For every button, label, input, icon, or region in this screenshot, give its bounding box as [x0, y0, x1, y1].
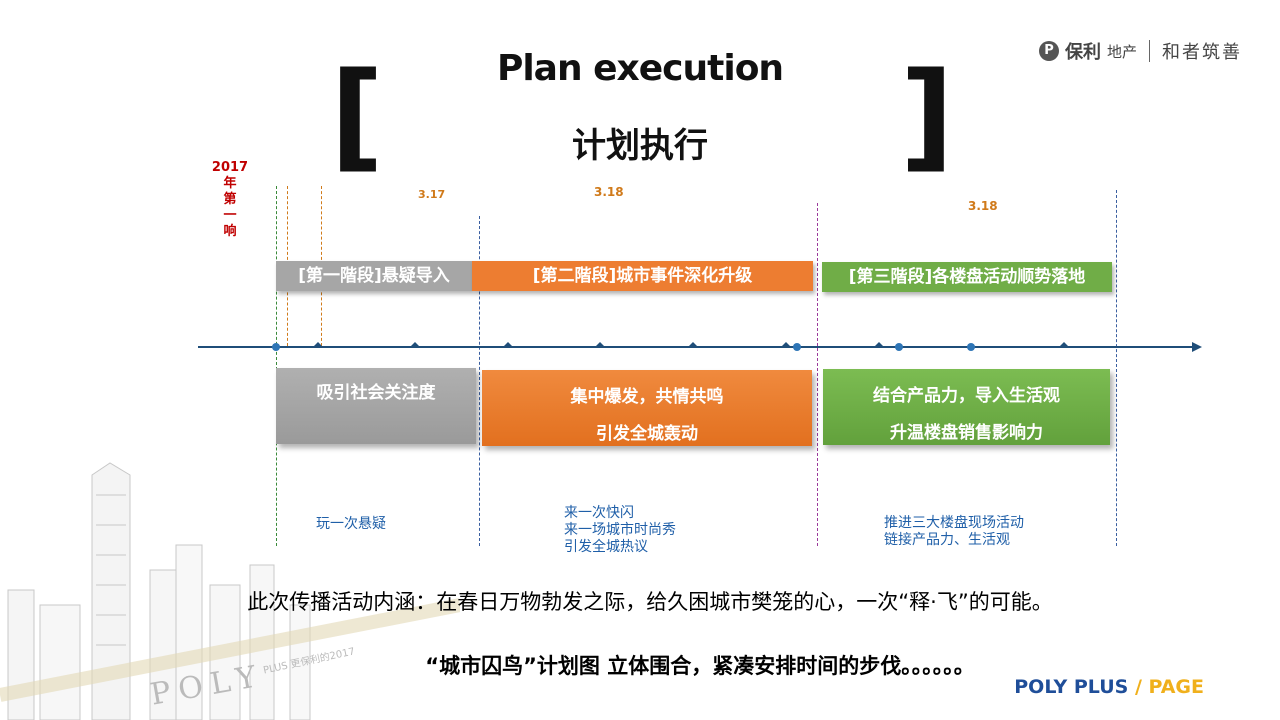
- plan-caption: “城市囚鸟”计划图 立体围合，紧凑安排时间的步伐。。。。。。: [425, 654, 975, 678]
- year-char: 一: [223, 208, 237, 223]
- year-char: 响: [223, 224, 237, 239]
- year-char: 第: [223, 192, 237, 207]
- footer-brand-slash: /: [1134, 676, 1142, 698]
- year-char: 年: [223, 176, 237, 191]
- stage-1-box: 吸引社会关注度: [276, 368, 476, 444]
- desc-line: 来一次快闪: [564, 505, 634, 521]
- guide-line: [276, 186, 277, 546]
- footer-brand-main: POLY PLUS: [1014, 676, 1129, 698]
- stage-1-description: 玩一次悬疑: [316, 516, 386, 533]
- page-title-en: Plan execution: [496, 48, 784, 89]
- year-label: 2017 年 第 一 响: [208, 160, 252, 240]
- box-line: 吸引社会关注度: [316, 383, 436, 403]
- stage-2-box: 集中爆发，共情共鸣 引发全城轰动: [482, 370, 812, 446]
- logo-divider: [1149, 40, 1150, 62]
- logo-brand: 保利: [1064, 42, 1101, 63]
- campaign-summary: 此次传播活动内涵：在春日万物勃发之际，给久困城市樊笼的心，一次“释·飞”的可能。: [247, 590, 1053, 614]
- desc-line: 玩一次悬疑: [316, 516, 386, 532]
- poly-logo-icon: P: [1038, 41, 1059, 61]
- stage-2-description: 来一次快闪 来一场城市时尚秀 引发全城热议: [564, 505, 676, 556]
- title-bracket-right: ]: [900, 46, 954, 184]
- guide-line: [817, 203, 818, 546]
- year-number: 2017: [211, 160, 249, 175]
- guide-line: [479, 216, 480, 546]
- date-label-2: 3.18: [594, 185, 624, 199]
- stage-3-header: [第三階段]各楼盘活动顺势落地: [822, 262, 1112, 292]
- desc-line: 引发全城热议: [564, 539, 648, 555]
- logo-sub: 地产: [1106, 42, 1137, 61]
- stage-3-description: 推进三大楼盘现场活动 链接产品力、生活观: [884, 515, 1024, 549]
- timeline-axis: [198, 342, 1202, 352]
- company-logo: P 保利 地产 和者筑善: [1038, 38, 1242, 64]
- city-skyline-illustration: [0, 462, 460, 720]
- stage-1-header: [第一階段]悬疑导入: [276, 261, 472, 291]
- guide-line: [1116, 190, 1117, 546]
- stage-3-box: 结合产品力，导入生活观 升温楼盘销售影响力: [823, 369, 1110, 445]
- desc-line: 来一场城市时尚秀: [564, 522, 676, 538]
- footer-brand-page: PAGE: [1148, 676, 1204, 698]
- date-label-1: 3.17: [418, 188, 446, 201]
- title-bracket-left: [: [330, 46, 384, 184]
- box-line: 结合产品力，导入生活观: [873, 386, 1060, 406]
- desc-line: 推进三大楼盘现场活动: [884, 515, 1024, 531]
- page-title-cn: 计划执行: [572, 126, 708, 166]
- box-line: 集中爆发，共情共鸣: [570, 387, 724, 407]
- desc-line: 链接产品力、生活观: [884, 532, 1010, 548]
- logo-slogan: 和者筑善: [1162, 42, 1242, 63]
- stage-2-header: [第二階段]城市事件深化升级: [472, 261, 813, 291]
- box-line: 引发全城轰动: [596, 424, 698, 444]
- date-label-3: 3.18: [968, 199, 998, 213]
- footer-brand: POLY PLUS / PAGE: [1014, 676, 1204, 698]
- box-line: 升温楼盘销售影响力: [890, 423, 1043, 443]
